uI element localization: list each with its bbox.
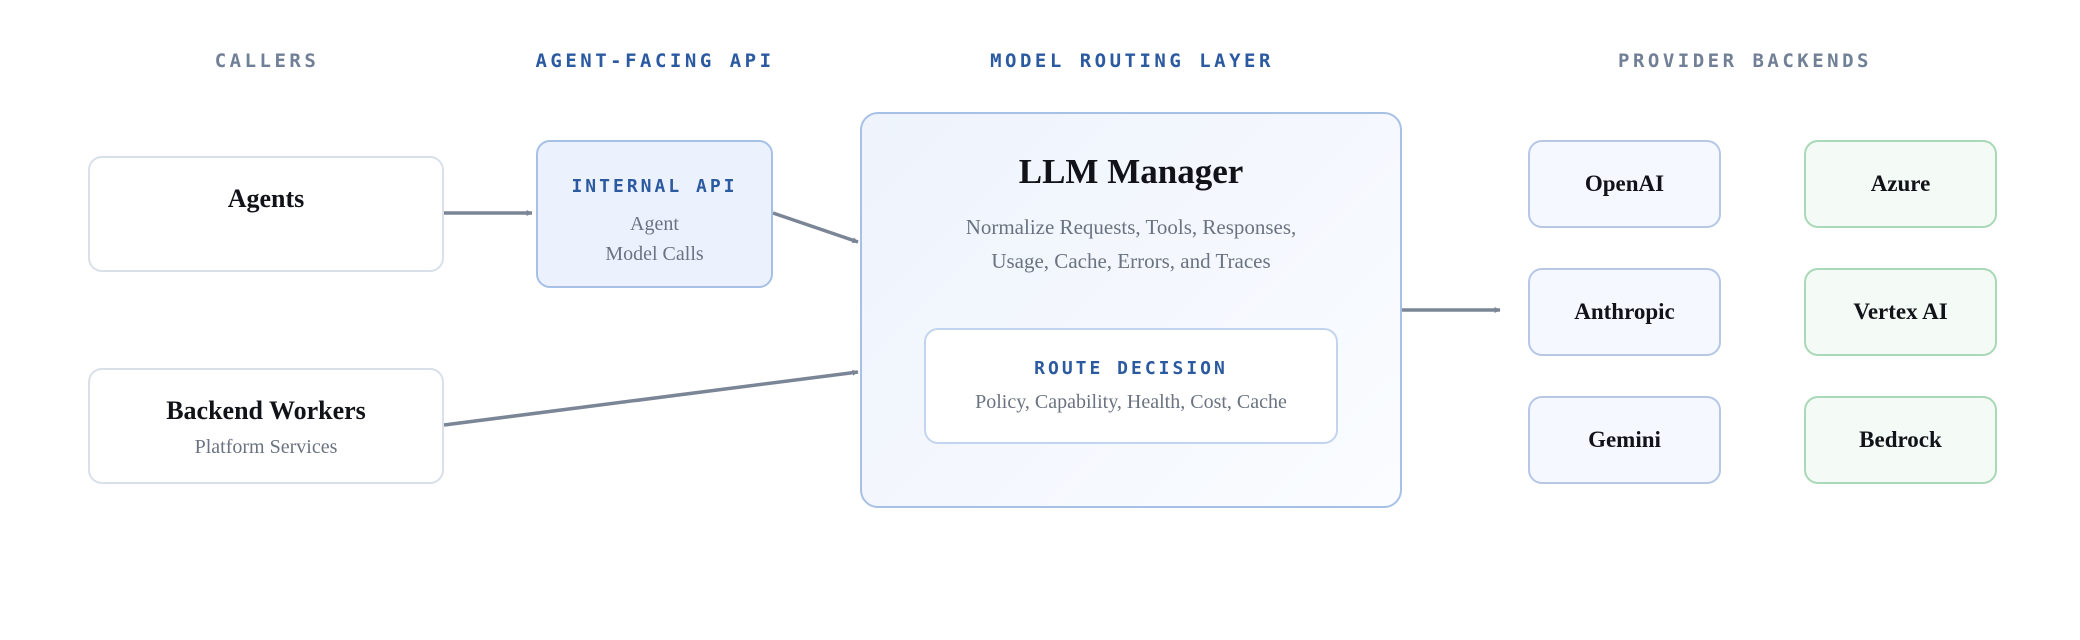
llm-manager-title: LLM Manager [1018,152,1244,191]
provider-gemini: Gemini [1528,396,1721,484]
provider-gemini-label: Gemini [1588,427,1661,452]
backend-workers-title: Backend Workers [166,396,366,425]
llm-manager-desc-line1: Normalize Requests, Tools, Responses, [965,215,1297,239]
agents-title: Agents [227,184,305,213]
column-header-callers: CALLERS [214,50,320,72]
provider-azure-label: Azure [1870,171,1931,196]
arrow-backend-to-manager [443,369,859,427]
provider-azure: Azure [1804,140,1997,228]
agents-box: Agents [88,156,444,272]
provider-vertex-ai: Vertex AI [1804,268,1997,356]
column-header-agent-api: AGENT-FACING API [535,50,775,72]
route-decision-label: ROUTE DECISION [1034,358,1228,379]
column-header-providers: PROVIDER BACKENDS [1618,50,1872,72]
provider-anthropic: Anthropic [1528,268,1721,356]
provider-openai: OpenAI [1528,140,1721,228]
llm-manager-desc-line2: Usage, Cache, Errors, and Traces [991,249,1271,273]
arrow-api-to-manager [772,211,859,244]
route-decision-text: Policy, Capability, Health, Cost, Cache [975,391,1287,413]
provider-vertex-ai-label: Vertex AI [1853,299,1948,324]
provider-bedrock-label: Bedrock [1859,427,1942,452]
internal-api-box: INTERNAL API Agent Model Calls [536,140,773,288]
backend-workers-box: Backend Workers Platform Services [88,368,444,484]
provider-openai-label: OpenAI [1584,171,1665,196]
backend-workers-subtitle: Platform Services [194,436,338,458]
llm-manager-box: LLM Manager Normalize Requests, Tools, R… [860,112,1402,508]
internal-api-line1: Agent [630,213,679,235]
provider-bedrock: Bedrock [1804,396,1997,484]
column-header-routing: MODEL ROUTING LAYER [990,50,1274,72]
internal-api-label: INTERNAL API [571,176,738,197]
provider-anthropic-label: Anthropic [1574,299,1675,324]
route-decision-box: ROUTE DECISION Policy, Capability, Healt… [924,328,1338,444]
internal-api-line2: Model Calls [605,243,704,265]
